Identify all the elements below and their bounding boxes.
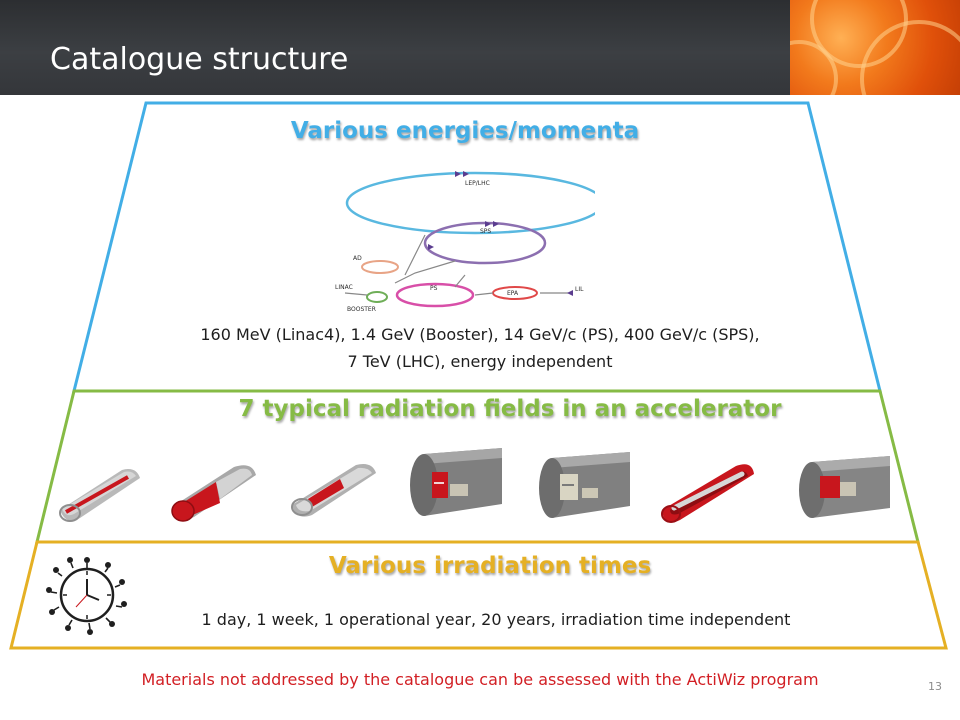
diagram-label-ad: AD <box>353 255 362 262</box>
ad-ring <box>361 260 399 274</box>
beam-direction-markers <box>428 171 573 296</box>
diagram-label-linac: LINAC <box>335 284 353 291</box>
tunnel-section-red-icon <box>410 448 502 516</box>
slide-number: 13 <box>928 680 942 693</box>
times-layer-frame <box>9 540 948 650</box>
booster-ring <box>366 291 388 303</box>
tunnel-section-beige-icon <box>539 452 630 518</box>
accelerator-complex-diagram: LEP/LHC SPS AD LINAC BOOSTER PS EPA LIL <box>335 171 595 313</box>
energies-description-line-1: 160 MeV (Linac4), 1.4 GeV (Booster), 14 … <box>200 325 760 344</box>
slide-title: Catalogue structure <box>50 42 349 77</box>
half-pipe-red-inner-icon <box>171 465 256 522</box>
ps-ring <box>395 282 475 308</box>
title-bar: Catalogue structure <box>0 0 960 95</box>
tunnel-section-red-band-icon <box>799 456 890 518</box>
diagram-label-booster: BOOSTER <box>347 306 376 313</box>
half-pipe-red-strip-icon <box>59 469 140 522</box>
diagram-label-epa: EPA <box>507 290 519 297</box>
energies-description-line-2: 7 TeV (LHC), energy independent <box>347 352 613 371</box>
diagram-label-lil: LIL <box>575 286 584 293</box>
actiwiz-note: Materials not addressed by the catalogue… <box>141 670 819 689</box>
radiation-fields-heading: 7 typical radiation fields in an acceler… <box>238 396 782 422</box>
energies-heading: Various energies/momenta <box>290 118 640 144</box>
diagram-label-ps: PS <box>430 285 438 292</box>
irradiation-times-description: 1 day, 1 week, 1 operational year, 20 ye… <box>201 610 791 629</box>
energies-description: 160 MeV (Linac4), 1.4 GeV (Booster), 14 … <box>120 321 840 375</box>
irradiation-times-heading: Various irradiation times <box>328 553 652 579</box>
transfer-lines <box>344 234 570 296</box>
diagram-label-lep-lhc: LEP/LHC <box>465 180 490 187</box>
half-pipe-red-spot-icon <box>291 464 376 517</box>
header-decoration-image <box>790 0 960 95</box>
clock-icon <box>46 557 127 635</box>
diagram-label-sps: SPS <box>480 228 491 235</box>
lhc-ring <box>345 171 595 235</box>
beam-pipe-red-icon <box>661 464 754 523</box>
